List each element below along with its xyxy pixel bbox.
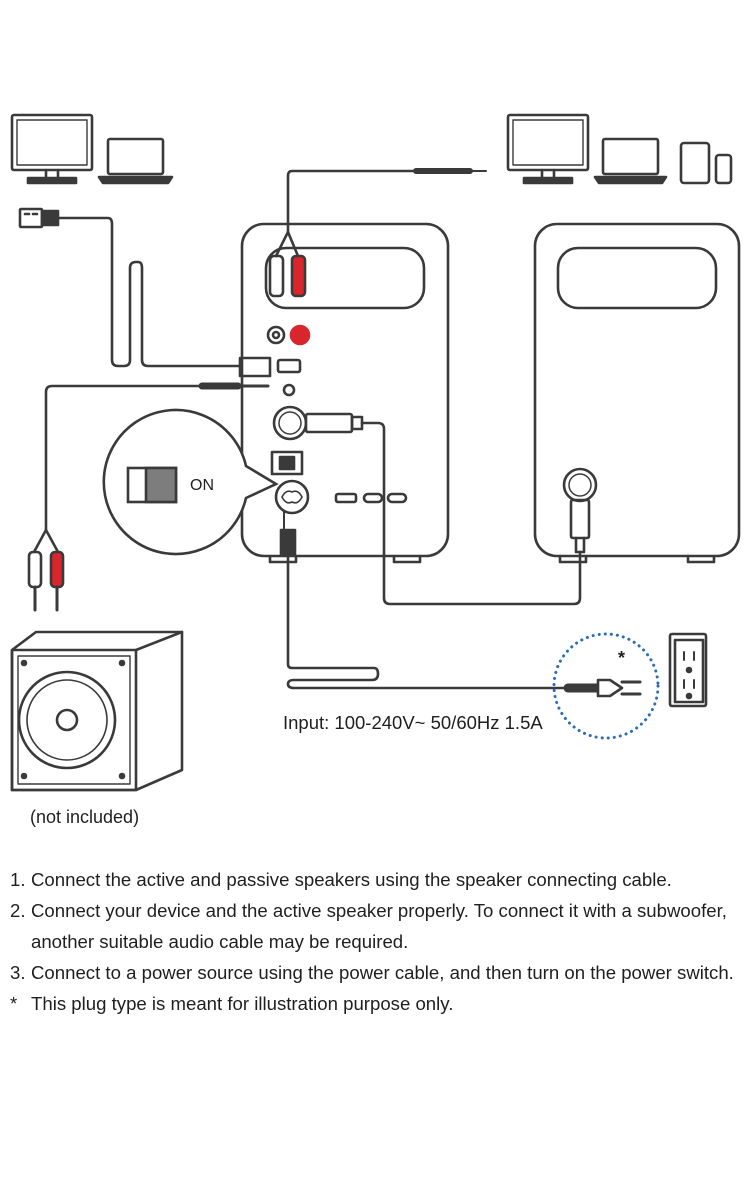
instruction-step: 3. Connect to a power source using the p… <box>10 957 740 988</box>
instruction-step: 1. Connect the active and passive speake… <box>10 864 740 895</box>
laptop-icon <box>97 137 174 185</box>
active-speaker <box>240 222 450 564</box>
subwoofer-icon <box>10 630 184 792</box>
step-number: 1. <box>10 869 26 890</box>
phone-icon <box>714 153 733 185</box>
plug-footnote-marker: * <box>618 648 625 668</box>
footnote: * This plug type is meant for illustrati… <box>10 988 740 1019</box>
step-text: Connect the active and passive speakers … <box>31 869 672 890</box>
desktop-monitor-icon <box>506 113 590 185</box>
power-plug-icon <box>563 678 642 698</box>
speaker-connecting-cable <box>304 412 591 606</box>
subwoofer-cable <box>27 382 270 612</box>
passive-speaker <box>533 222 741 564</box>
power-input-spec: Input: 100-240V~ 50/60Hz 1.5A <box>283 712 543 733</box>
step-number: 3. <box>10 962 26 983</box>
instruction-step: 2. Connect your device and the active sp… <box>10 895 740 957</box>
laptop-icon <box>593 137 668 185</box>
subwoofer-not-included-note: (not included) <box>30 807 140 827</box>
connection-diagram: ON * <box>10 113 741 792</box>
plug-highlight-circle: * <box>552 632 660 740</box>
usb-cable <box>18 207 272 378</box>
aux-cable <box>274 168 487 258</box>
footnote-text: This plug type is meant for illustration… <box>31 993 454 1014</box>
wall-outlet-icon <box>668 632 708 708</box>
power-cable <box>279 511 642 698</box>
step-text: Connect your device and the active speak… <box>31 900 727 952</box>
usb-plug-icon <box>18 207 60 229</box>
power-switch-callout: ON <box>102 408 279 556</box>
tablet-icon <box>679 141 711 185</box>
desktop-monitor-icon <box>10 113 94 185</box>
instructions-list: 1. Connect the active and passive speake… <box>10 864 740 1019</box>
step-text: Connect to a power source using the powe… <box>31 962 734 983</box>
footnote-marker: * <box>10 993 18 1014</box>
switch-on-label: ON <box>190 477 214 494</box>
step-number: 2. <box>10 900 26 921</box>
